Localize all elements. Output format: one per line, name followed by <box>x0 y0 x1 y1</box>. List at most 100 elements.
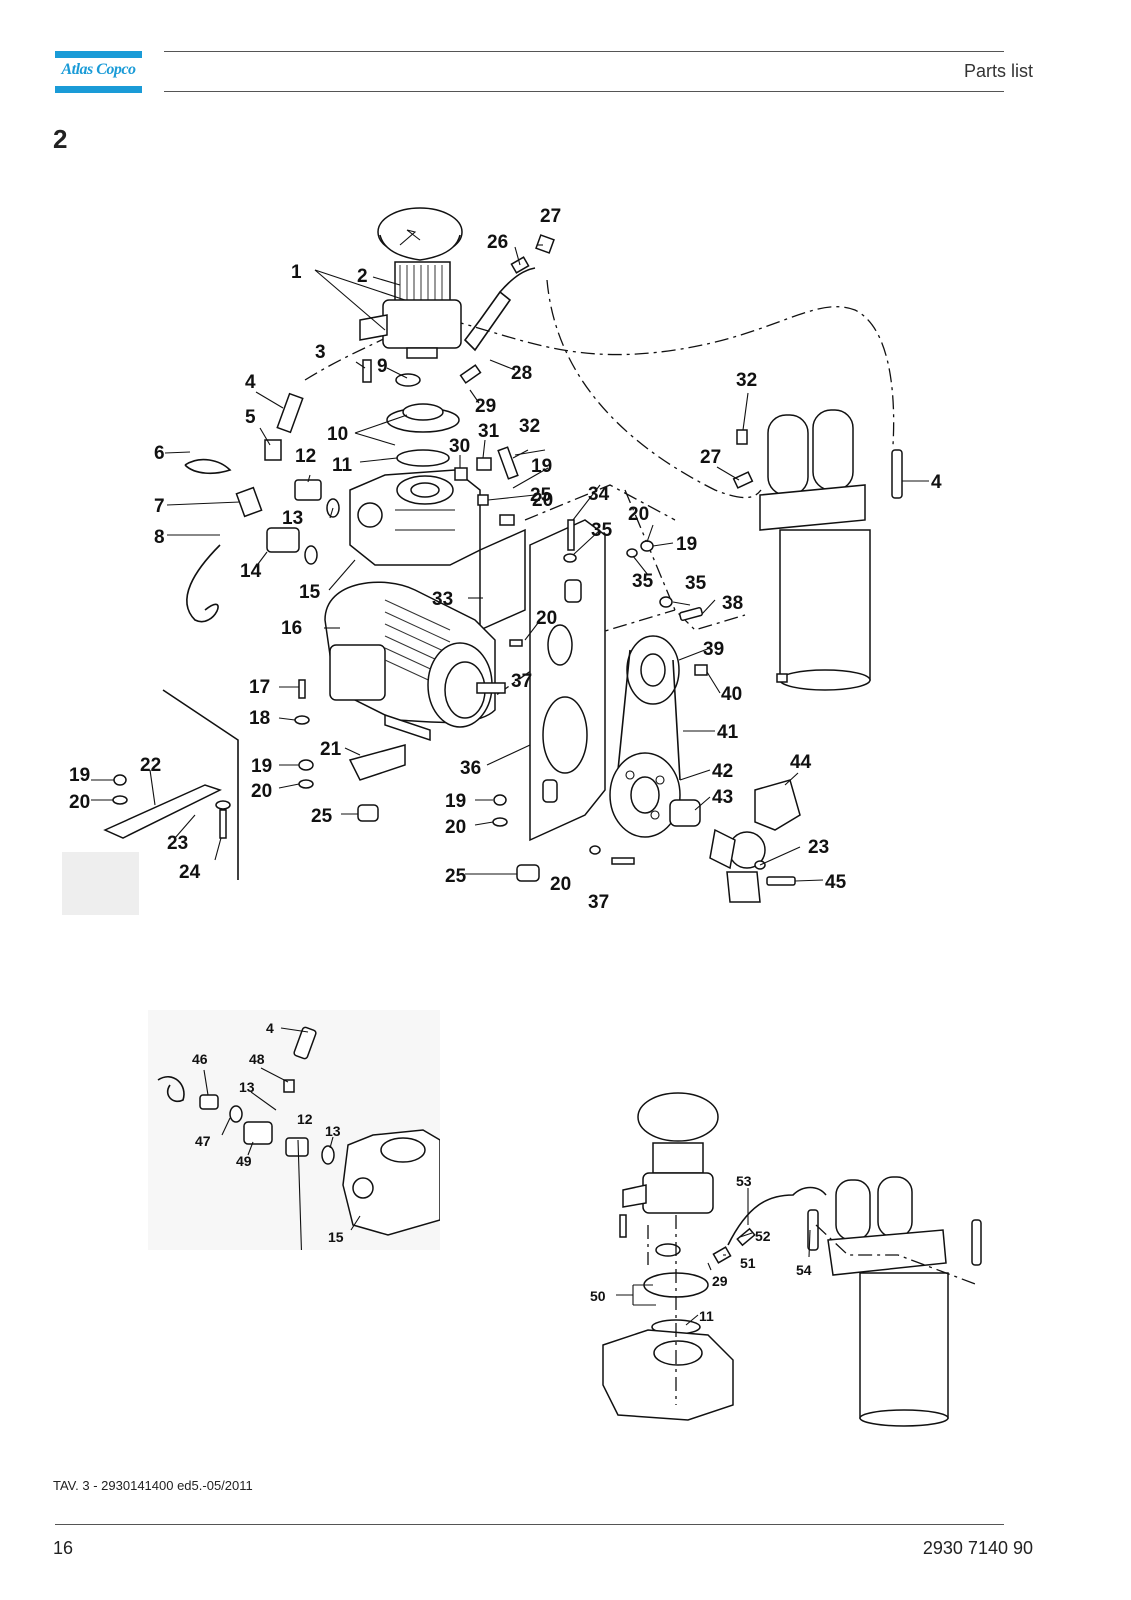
item-30 <box>454 467 468 481</box>
inset-right-parts <box>602 1092 982 1427</box>
callout-14: 14 <box>240 561 262 582</box>
callout-20f: 20 <box>550 874 571 895</box>
vibration-damper-25 <box>357 804 379 822</box>
callout-20d: 20 <box>69 792 90 813</box>
callout-19c: 19 <box>531 456 552 477</box>
callout-35b: 35 <box>632 571 654 592</box>
callout-42: 42 <box>712 761 733 782</box>
hose-line-upper <box>449 306 895 446</box>
footer-rule <box>55 1524 1004 1525</box>
callout-25j: 25 <box>445 866 467 887</box>
item-31 <box>476 457 492 471</box>
inset-left-callout-49: 49 <box>236 1153 252 1169</box>
inset-right-callout-51: 51 <box>740 1255 756 1271</box>
fitting-7 <box>235 486 263 518</box>
pulley-42 <box>609 752 681 838</box>
inset-left-callout-13b: 13 <box>325 1123 341 1139</box>
bracket-21 <box>348 744 406 781</box>
inset-left-leaders <box>203 1027 361 1250</box>
item-25a <box>499 514 515 526</box>
screw-24 <box>219 809 227 839</box>
inset-left-callout-12: 12 <box>297 1111 313 1127</box>
washer-18 <box>294 715 310 725</box>
hose-line-bracket <box>524 484 676 521</box>
callout-45: 45 <box>825 872 847 893</box>
item-32 <box>497 446 519 480</box>
gasket-11 <box>396 449 450 467</box>
callout-27b: 27 <box>700 447 721 468</box>
fitting-14 <box>266 527 300 553</box>
screw-3 <box>362 359 372 383</box>
gray-box <box>62 852 139 915</box>
screw-17 <box>298 679 306 699</box>
callout-32: 32 <box>519 416 540 437</box>
callout-38: 38 <box>722 593 743 614</box>
callout-29: 29 <box>475 396 496 417</box>
fitting-32b <box>736 429 748 445</box>
callout-19d: 19 <box>69 765 90 786</box>
callout-6: 6 <box>154 443 165 464</box>
inset-right-callout-50: 50 <box>590 1288 606 1304</box>
callout-36: 36 <box>460 758 481 779</box>
inset-left-callouts: 4 46 48 13 47 49 12 13 15 <box>192 1020 344 1245</box>
callout-16: 16 <box>281 618 302 639</box>
inset-right-callout-29: 29 <box>712 1273 728 1289</box>
inset-right-callouts: 53 52 51 29 54 50 11 <box>590 1173 812 1324</box>
callout-40: 40 <box>721 684 742 705</box>
cable-6 <box>184 458 232 475</box>
inset-right-callout-53: 53 <box>736 1173 752 1189</box>
bracket-33 <box>479 528 526 632</box>
screw-45 <box>766 876 796 886</box>
callout-20e: 20 <box>445 817 466 838</box>
callout-41: 41 <box>717 722 739 743</box>
callout-27: 27 <box>540 206 561 227</box>
callout-20c: 20 <box>532 490 553 511</box>
inset-left-callout-13a: 13 <box>239 1079 255 1095</box>
callout-20b: 20 <box>628 504 649 525</box>
inset-right-callout-11: 11 <box>699 1308 714 1324</box>
callout-19a: 19 <box>251 756 272 777</box>
callout-17: 17 <box>249 677 270 698</box>
inset-right-callout-54: 54 <box>796 1262 812 1278</box>
sensor-4 <box>276 392 304 434</box>
inset-left-callout-47: 47 <box>195 1133 211 1149</box>
item-9 <box>395 373 421 387</box>
callout-31: 31 <box>478 421 500 442</box>
inset-right-dashes <box>647 1215 979 1405</box>
brand-logo: Atlas Copco <box>55 51 142 93</box>
screw-34 <box>567 519 575 551</box>
callout-26: 26 <box>487 232 508 253</box>
callout-22: 22 <box>140 755 161 776</box>
pulley-39 <box>626 635 680 705</box>
callout-34: 34 <box>588 484 610 505</box>
inset-diagram-left: 4 46 48 13 47 49 12 13 15 <box>148 1010 440 1250</box>
hub-43 <box>669 799 701 827</box>
callout-21: 21 <box>320 739 342 760</box>
callout-18: 18 <box>249 708 270 729</box>
header-rule-bottom <box>164 91 1004 92</box>
motor-16 <box>324 581 506 742</box>
document-number: 2930 7140 90 <box>922 1538 1033 1558</box>
callout-32b: 32 <box>736 370 757 391</box>
fitting-27 <box>535 234 555 254</box>
vibration-damper-25b <box>516 864 540 882</box>
callout-20a: 20 <box>251 781 272 802</box>
callout-44: 44 <box>790 752 812 773</box>
callout-2: 2 <box>357 266 368 287</box>
callout-4: 4 <box>245 372 256 393</box>
callout-23a: 23 <box>167 833 188 854</box>
callout-8: 8 <box>154 527 165 548</box>
air-filter <box>359 207 463 359</box>
callout-1: 1 <box>291 262 302 283</box>
main-exploded-diagram: 1 2 3 4 5 6 7 8 9 10 11 12 13 14 15 16 1… <box>62 206 942 915</box>
callout-23b: 23 <box>808 837 829 858</box>
brand-logo-text: Atlas Copco <box>61 61 136 78</box>
inset-right-callout-52: 52 <box>755 1228 771 1244</box>
callout-12: 12 <box>295 446 316 467</box>
callout-7: 7 <box>154 496 165 517</box>
callout-15: 15 <box>299 582 321 603</box>
callout-24: 24 <box>179 862 201 883</box>
cable-8 <box>186 544 221 623</box>
plate-36 <box>529 519 606 842</box>
callout-25a: 25 <box>311 806 333 827</box>
